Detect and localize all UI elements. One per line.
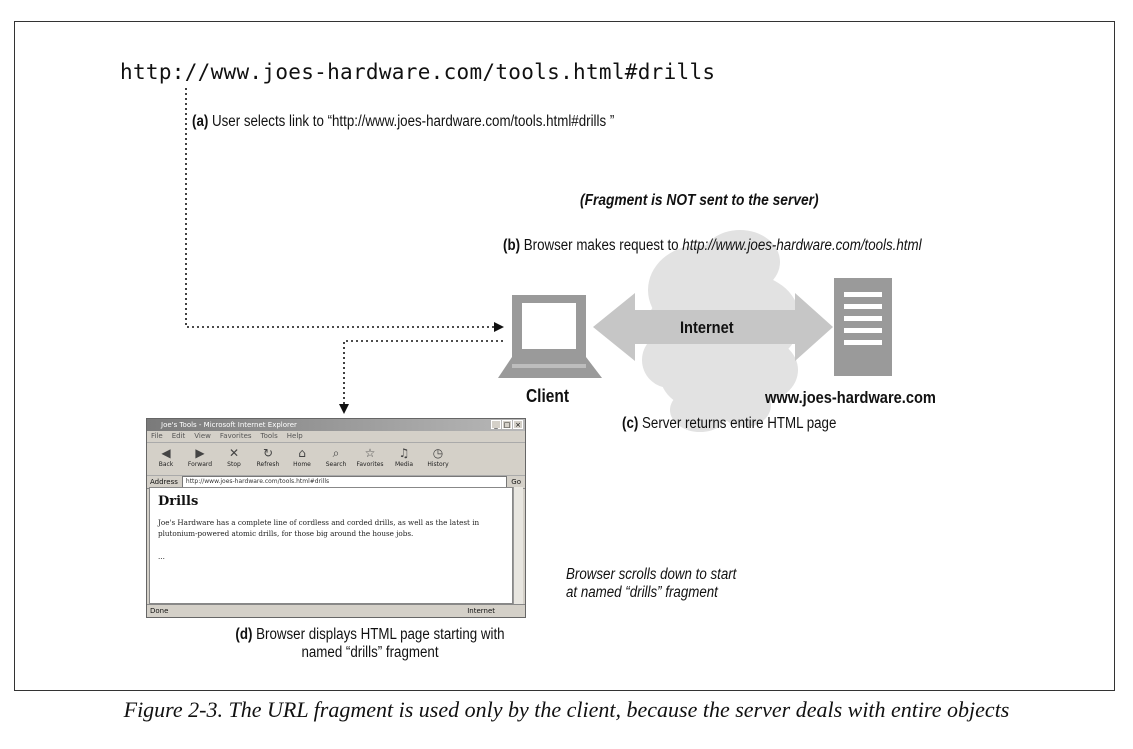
forward-icon: ▶ <box>195 446 205 460</box>
back-icon: ◀ <box>161 446 171 460</box>
media-button[interactable]: ♫Media <box>389 445 419 475</box>
fragment-note: (Fragment is NOT sent to the server) <box>580 192 819 209</box>
star-icon: ☆ <box>364 446 376 460</box>
figure-frame <box>14 21 1115 691</box>
browser-toolbar: ◀Back ▶Forward ✕Stop ↻Refresh ⌂Home ⌕Sea… <box>147 443 525 476</box>
server-icon <box>834 278 892 376</box>
browser-content: Drills Joe's Hardware has a complete lin… <box>149 487 513 604</box>
status-zone: Internet <box>467 607 495 615</box>
minimize-button[interactable]: _ <box>491 420 501 429</box>
stop-button[interactable]: ✕Stop <box>219 445 249 475</box>
refresh-button[interactable]: ↻Refresh <box>253 445 283 475</box>
go-button[interactable]: Go <box>511 478 521 486</box>
scroll-note: Browser scrolls down to start at named “… <box>566 566 737 601</box>
address-label: Address <box>150 478 178 486</box>
home-icon: ⌂ <box>298 446 306 460</box>
menu-help[interactable]: Help <box>286 432 303 440</box>
url-text: http://www.joes-hardware.com/tools.html#… <box>120 60 716 84</box>
browser-titlebar: Joe's Tools - Microsoft Internet Explore… <box>147 419 525 431</box>
home-button[interactable]: ⌂Home <box>287 445 317 475</box>
step-b-label: (b) Browser makes request to http://www.… <box>503 237 922 254</box>
status-bar: Done Internet <box>147 604 525 617</box>
page-heading: Drills <box>158 494 199 509</box>
menu-favorites[interactable]: Favorites <box>219 432 252 440</box>
forward-button[interactable]: ▶Forward <box>185 445 215 475</box>
scrollbar[interactable] <box>513 487 523 604</box>
close-button[interactable]: × <box>513 420 523 429</box>
browser-menubar: File Edit View Favorites Tools Help <box>147 431 525 443</box>
step-d-label: (d) Browser displays HTML page starting … <box>235 626 505 661</box>
stop-icon: ✕ <box>228 446 240 460</box>
client-label: Client <box>526 386 570 406</box>
page-body: Joe's Hardware has a complete line of co… <box>158 518 480 538</box>
history-button[interactable]: ◷History <box>423 445 453 475</box>
search-button[interactable]: ⌕Search <box>321 445 351 475</box>
link-connector-d <box>339 340 503 414</box>
status-left: Done <box>150 607 169 615</box>
step-a-label: (a) User selects link to “http://www.joe… <box>192 113 615 130</box>
client-computer <box>498 295 602 378</box>
page-ellipsis: ... <box>158 552 165 561</box>
figure-caption: Figure 2-3. The URL fragment is used onl… <box>123 697 1010 722</box>
menu-tools[interactable]: Tools <box>260 432 278 440</box>
step-c-label: (c) Server returns entire HTML page <box>622 415 837 432</box>
internet-label: Internet <box>680 318 734 337</box>
favorites-button[interactable]: ☆Favorites <box>356 446 384 468</box>
back-button[interactable]: ◀Back <box>151 445 181 475</box>
server-label: www.joes-hardware.com <box>765 388 936 407</box>
menu-view[interactable]: View <box>194 432 211 440</box>
refresh-icon: ↻ <box>262 446 274 460</box>
menu-file[interactable]: File <box>151 432 163 440</box>
history-icon: ◷ <box>432 446 444 460</box>
browser-window: Joe's Tools - Microsoft Internet Explore… <box>146 418 526 618</box>
maximize-button[interactable]: □ <box>502 420 512 429</box>
search-icon: ⌕ <box>332 446 340 460</box>
internet-arrow <box>593 293 833 361</box>
media-icon: ♫ <box>398 446 410 460</box>
menu-edit[interactable]: Edit <box>171 432 186 440</box>
